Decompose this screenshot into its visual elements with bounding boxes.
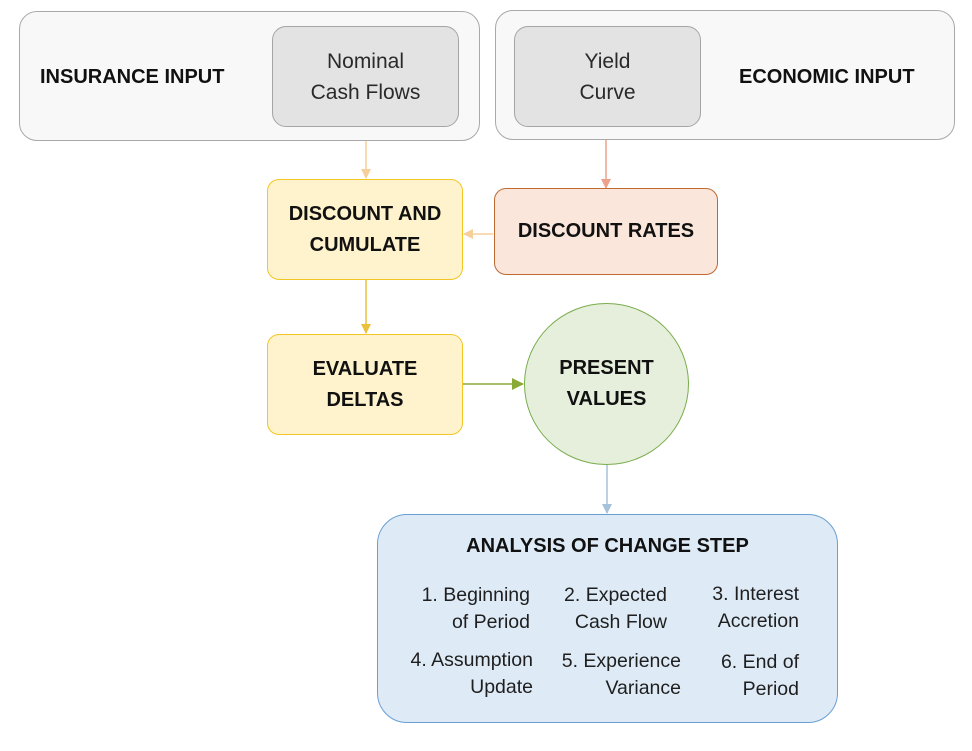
evaluate-deltas-line1: EVALUATE bbox=[312, 357, 418, 380]
discount-rates-box: DISCOUNT RATES bbox=[494, 188, 718, 275]
present-values-line2: VALUES bbox=[566, 388, 647, 410]
present-values-line1: PRESENT bbox=[559, 357, 654, 379]
nominal-cash-flows-line2: Cash Flows bbox=[310, 80, 421, 104]
discount-and-cumulate-line2: CUMULATE bbox=[309, 233, 421, 256]
step-end-of-period: 6. End of Period bbox=[720, 651, 799, 700]
insurance-input-group: INSURANCE INPUT Nominal Cash Flows bbox=[19, 11, 480, 141]
step-assumption-update: 4. Assumption Update bbox=[410, 649, 533, 698]
evaluate-deltas-box: EVALUATE DELTAS bbox=[267, 334, 463, 435]
evaluate-deltas-line2: DELTAS bbox=[326, 388, 404, 411]
analysis-of-change-box: ANALYSIS OF CHANGE STEP 1. Beginning of … bbox=[377, 514, 838, 723]
discount-and-cumulate-line1: DISCOUNT AND bbox=[288, 202, 442, 225]
economic-input-group: Yield Curve ECONOMIC INPUT bbox=[495, 10, 955, 140]
step-beginning-of-period: 1. Beginning of Period bbox=[421, 584, 530, 633]
discount-rates-label: DISCOUNT RATES bbox=[517, 220, 695, 242]
nominal-cash-flows-line1: Nominal bbox=[326, 49, 404, 73]
yield-curve-line2: Curve bbox=[579, 80, 636, 104]
step-interest-accretion: 3. Interest Accretion bbox=[712, 583, 799, 632]
present-values-circle: PRESENT VALUES bbox=[524, 303, 689, 465]
discount-and-cumulate-box: DISCOUNT AND CUMULATE bbox=[267, 179, 463, 280]
insurance-input-heading: INSURANCE INPUT bbox=[40, 66, 225, 88]
yield-curve-box: Yield Curve bbox=[514, 26, 701, 127]
economic-input-heading: ECONOMIC INPUT bbox=[739, 66, 915, 88]
analysis-of-change-title: ANALYSIS OF CHANGE STEP bbox=[466, 535, 749, 557]
yield-curve-line1: Yield bbox=[584, 49, 631, 73]
step-experience-variance: 5. Experience Variance bbox=[561, 650, 681, 699]
step-expected-cash-flow: 2. Expected Cash Flow bbox=[564, 584, 667, 633]
nominal-cash-flows-box: Nominal Cash Flows bbox=[272, 26, 459, 127]
